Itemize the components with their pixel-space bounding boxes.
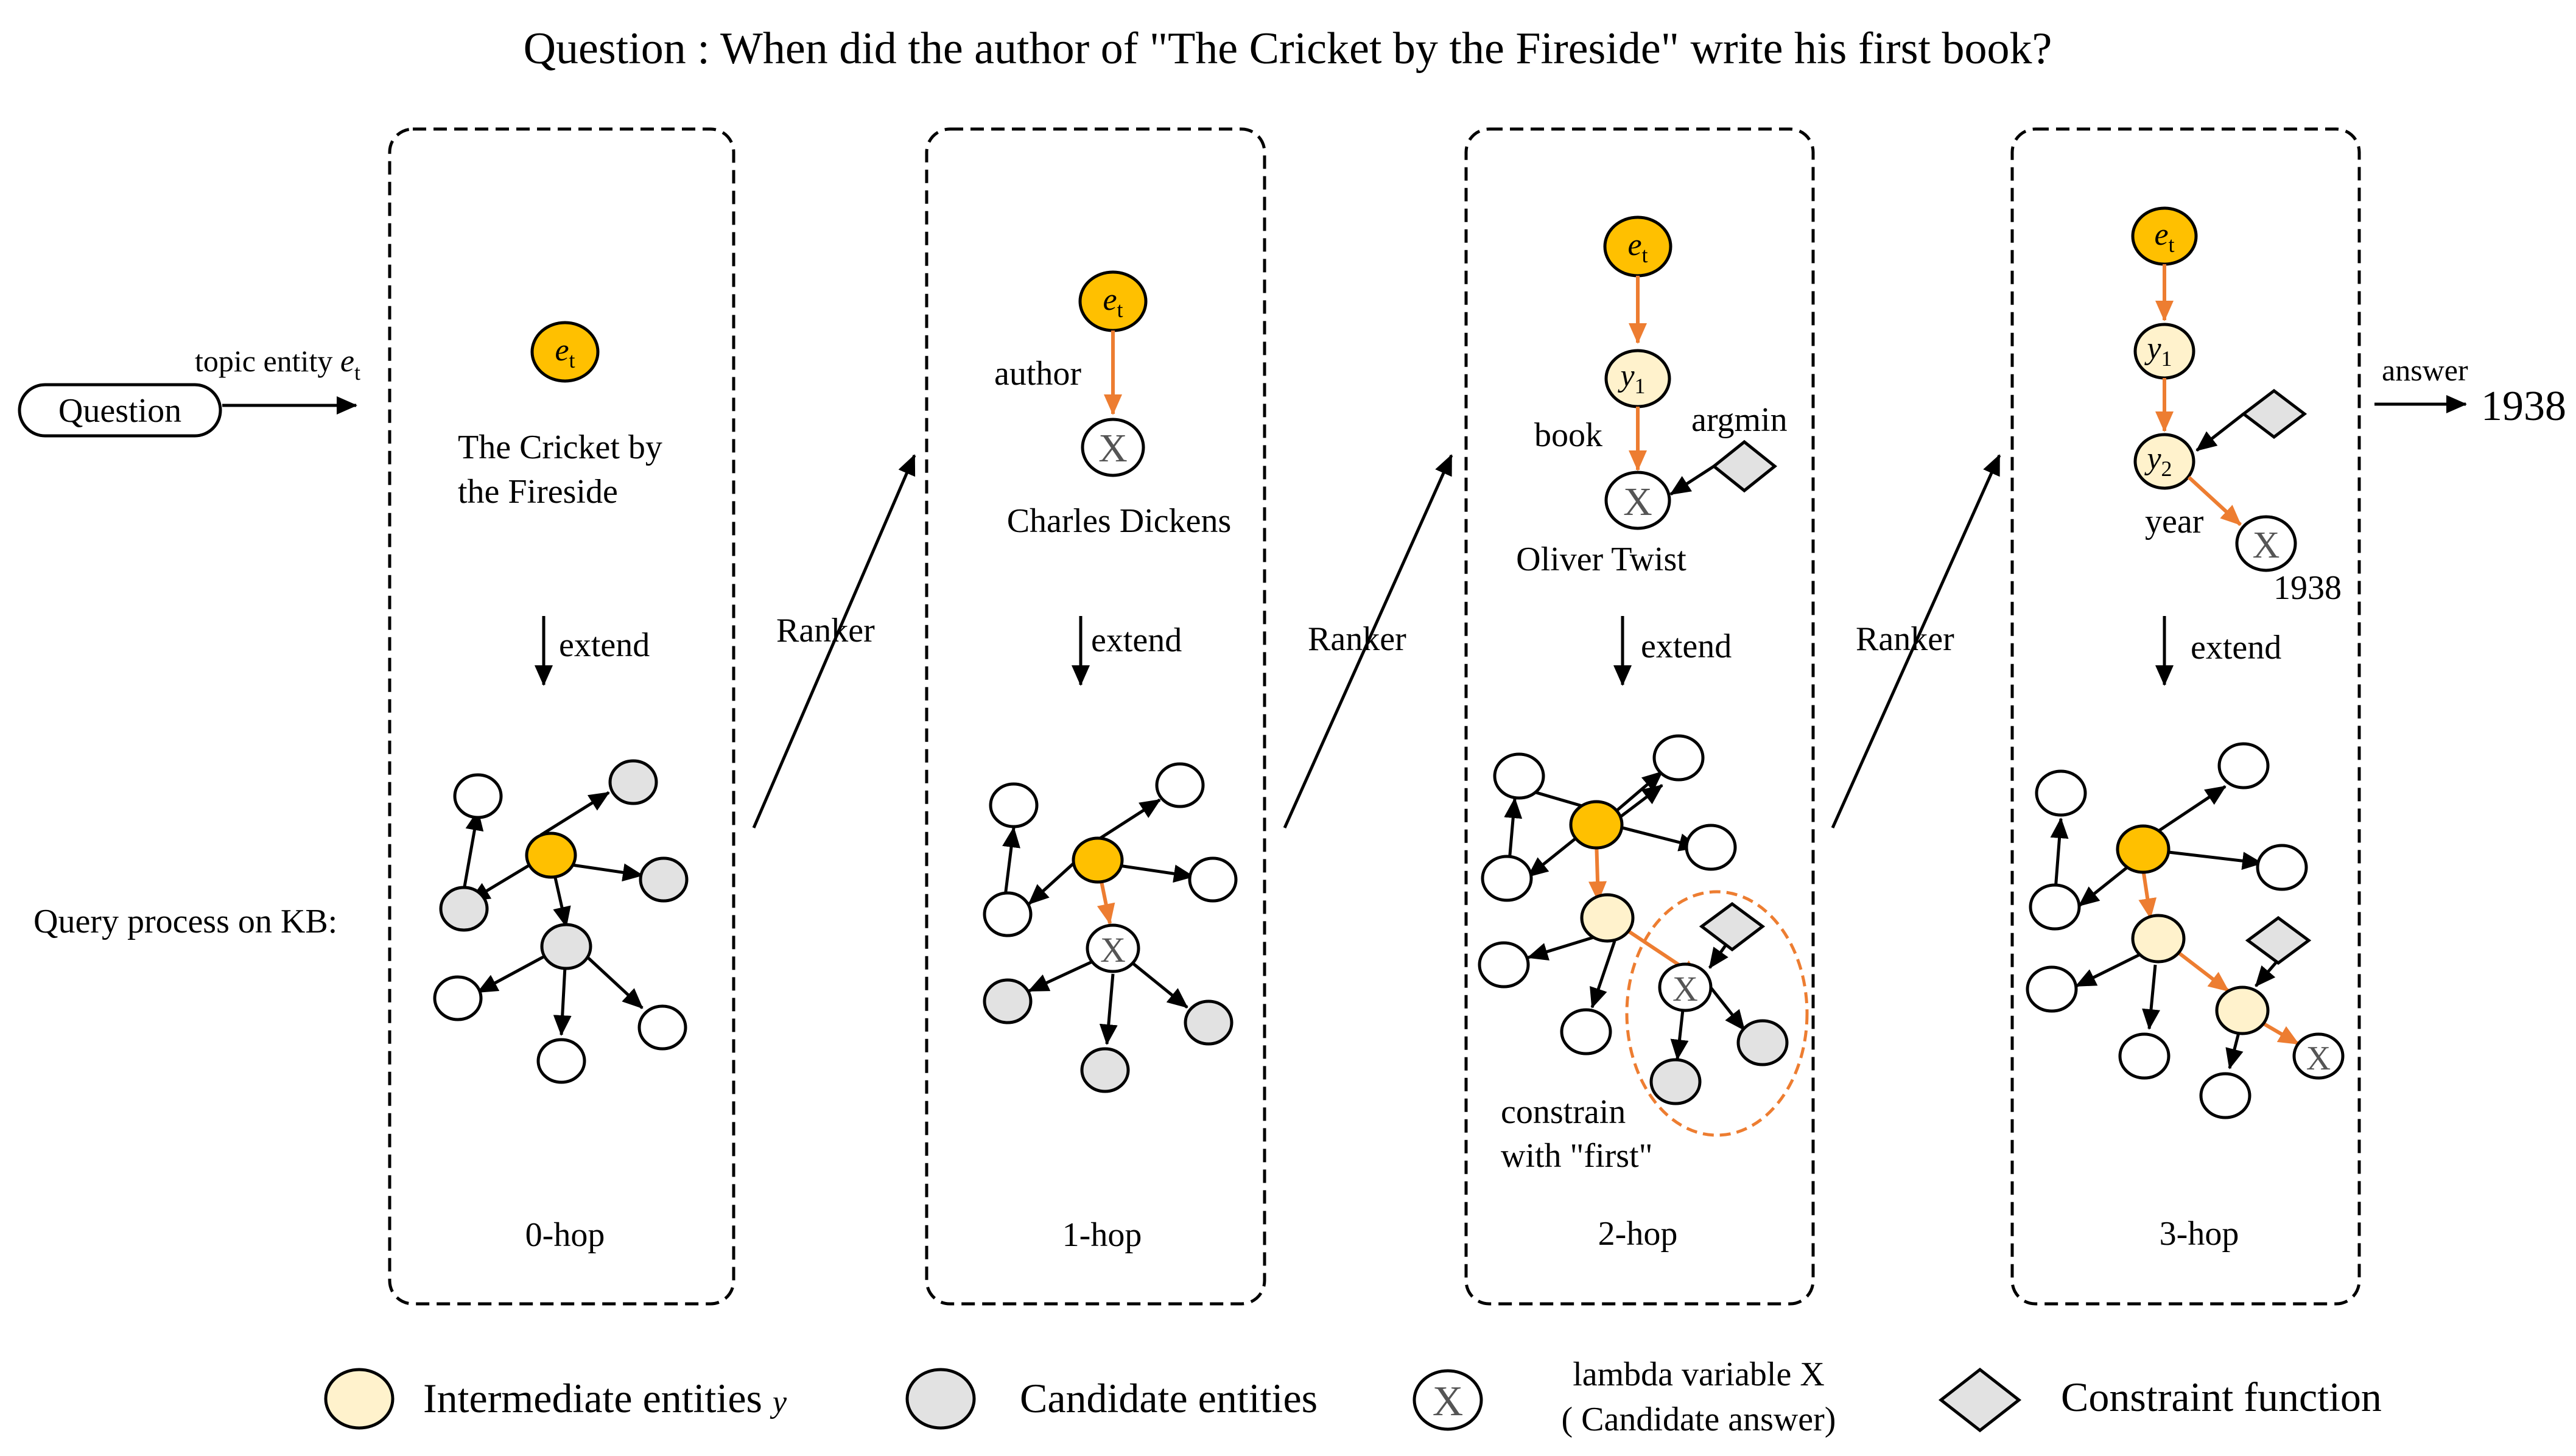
topic-entity-var-1: et	[1103, 282, 1123, 322]
ranker-arrow-1	[752, 454, 916, 828]
graph-3hop	[2026, 742, 2345, 1119]
entity-name-line2: the Fireside	[458, 473, 618, 511]
lambda-x-node-1	[1081, 418, 1145, 477]
constraint-argmin: argmin	[1691, 401, 1788, 439]
query-process-label: Query process on KB:	[33, 903, 337, 940]
panel-1hop	[925, 127, 1266, 1306]
topic-entity-var-0: et	[555, 333, 575, 373]
graph-2hop	[1478, 734, 1789, 1105]
panel-3hop	[2010, 127, 2361, 1306]
ranker-label-3: Ranker	[1856, 620, 1954, 658]
topic-entity-label: topic entity et	[195, 344, 360, 385]
answer-label: answer	[2382, 353, 2468, 387]
legend-candidate-label: Candidate entities	[1020, 1375, 1318, 1421]
panel-0hop	[388, 127, 735, 1306]
legend-candidate-icon	[905, 1368, 976, 1430]
legend: Intermediate entities y Candidate entiti…	[324, 1356, 2382, 1438]
lambda-x-node-3	[2235, 515, 2297, 572]
hop-label-1: 1-hop	[1062, 1216, 1142, 1254]
question-node	[18, 383, 222, 438]
lambda-x-label-2: X	[1623, 480, 1652, 524]
graph-x-label-2: X	[1672, 969, 1698, 1009]
extend-label-3: extend	[2191, 629, 2281, 667]
ranker-label-1: Ranker	[776, 612, 875, 649]
ranker-arrow-2	[1283, 454, 1453, 829]
lambda-x-label-3: X	[2253, 525, 2280, 566]
legend-lambda-x: X	[1433, 1378, 1464, 1425]
argmin-edge	[1669, 464, 1715, 496]
graph-0hop	[433, 759, 689, 1084]
panel-2hop	[1464, 127, 1815, 1306]
legend-lambda-line1: lambda variable X	[1573, 1356, 1825, 1393]
legend-intermediate-icon	[324, 1368, 395, 1430]
hop-label-0: 0-hop	[525, 1216, 605, 1254]
question-title: Question : When did the author of "The C…	[524, 24, 2052, 74]
constraint-diamond-3	[2241, 388, 2308, 439]
y1-label-2: y1	[1617, 359, 1645, 398]
argmin-diamond	[1711, 439, 1778, 493]
ranker-arrow-3	[1831, 454, 2001, 829]
legend-lambda-line2: ( Candidate answer)	[1562, 1401, 1836, 1438]
answer-entity-2: Oliver Twist	[1516, 541, 1686, 578]
extend-label-0: extend	[559, 626, 650, 664]
topic-entity-node-0	[530, 321, 600, 383]
lambda-x-node-2	[1604, 471, 1671, 530]
legend-lambda-icon	[1413, 1369, 1483, 1431]
legend-constraint-label: Constraint function	[2061, 1374, 2382, 1420]
constraint-region	[1625, 890, 1809, 1137]
ranker-label-2: Ranker	[1308, 620, 1406, 658]
extend-label-2: extend	[1641, 628, 1732, 665]
legend-intermediate-label: Intermediate entities y	[423, 1375, 787, 1421]
answer-entity-3: 1938	[2273, 569, 2342, 607]
relation-year: year	[2145, 503, 2204, 541]
relation-author: author	[994, 355, 1081, 393]
constraint-edge-3	[2195, 413, 2245, 452]
constrain-line1: constrain	[1501, 1093, 1626, 1131]
graph-x-label-3: X	[2306, 1040, 2331, 1077]
answer-entity-1: Charles Dickens	[1007, 502, 1232, 540]
graph-x-label-1: X	[1100, 930, 1126, 970]
topic-entity-var-2: et	[1627, 228, 1648, 267]
question-node-label: Question	[58, 392, 181, 430]
constrain-line2: with "first"	[1501, 1137, 1652, 1175]
y2-node-3	[2133, 433, 2195, 490]
topic-entity-var-3: et	[2154, 217, 2174, 257]
answer-value: 1938	[2481, 383, 2566, 430]
relation-book: book	[1534, 416, 1602, 454]
hop-label-3: 3-hop	[2160, 1215, 2239, 1253]
entity-name-line1: The Cricket by	[458, 429, 662, 466]
lambda-x-label-1: X	[1098, 426, 1128, 471]
y1-label-3: y1	[2144, 331, 2172, 371]
extend-label-1: extend	[1091, 621, 1182, 659]
year-edge	[2187, 475, 2242, 527]
hop-label-2: 2-hop	[1598, 1215, 1678, 1253]
graph-1hop	[983, 762, 1238, 1093]
legend-constraint-icon	[1938, 1367, 2022, 1433]
y2-label-3: y2	[2144, 441, 2172, 481]
